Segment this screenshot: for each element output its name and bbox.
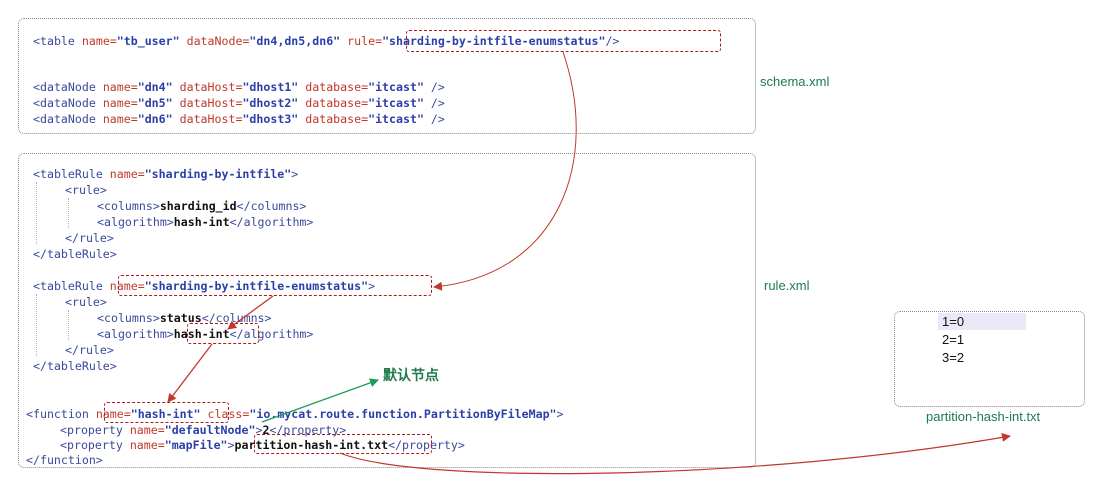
- schema-xml-box: [18, 18, 756, 134]
- mapfile-line: 2=1: [942, 332, 965, 347]
- tablerule-name-highlight: [118, 275, 432, 296]
- rule-xml-label: rule.xml: [764, 278, 810, 293]
- mapfile-line: 1=0: [942, 314, 965, 329]
- tablerule-1-close: </tableRule>: [33, 247, 117, 261]
- property-map-file: <property name="mapFile">partition-hash-…: [60, 438, 465, 452]
- rule-2-columns: <columns>status</columns>: [97, 311, 272, 325]
- arrow-tablerule-to-algorithm: [227, 295, 274, 330]
- mapfile-line: 3=2: [942, 350, 965, 365]
- rule-2-close: </rule>: [65, 343, 114, 357]
- datanode-line-dn4: <dataNode name="dn4" dataHost="dhost1" d…: [33, 80, 445, 94]
- default-node-annotation: 默认节点: [383, 367, 439, 383]
- indent-guide: [68, 310, 69, 340]
- mapfile-value-highlight: [254, 434, 432, 454]
- arrow-algorithm-to-function: [167, 343, 213, 403]
- tablerule-1-open: <tableRule name="sharding-by-intfile">: [33, 167, 299, 181]
- rule-xml-box: [18, 153, 756, 468]
- table-definition-line: <table name="tb_user" dataNode="dn4,dn5,…: [33, 34, 620, 48]
- indent-guide: [36, 294, 37, 356]
- tablerule-2-close: </tableRule>: [33, 359, 117, 373]
- arrow-mapfile-to-txt: [339, 432, 1011, 475]
- indent-guide: [68, 198, 69, 228]
- arrow-default-node-annotation: [261, 378, 379, 423]
- datanode-line-dn5: <dataNode name="dn5" dataHost="dhost2" d…: [33, 96, 445, 110]
- mapfile-line-highlight: [938, 313, 1026, 330]
- rule-1-columns: <columns>sharding_id</columns>: [97, 199, 307, 213]
- function-name-highlight: [104, 402, 229, 423]
- algorithm-hash-int-highlight: [187, 323, 259, 344]
- rule-attribute-highlight: [406, 30, 721, 52]
- indent-guide: [36, 182, 37, 244]
- rule-1-close: </rule>: [65, 231, 114, 245]
- mapfile-box: [894, 311, 1085, 407]
- function-close: </function>: [26, 453, 103, 467]
- schema-xml-label: schema.xml: [760, 74, 830, 89]
- rule-1-open: <rule>: [65, 183, 107, 197]
- arrow-schema-rule-to-tablerule: [433, 51, 577, 291]
- rule-2-open: <rule>: [65, 295, 107, 309]
- datanode-line-dn6: <dataNode name="dn6" dataHost="dhost3" d…: [33, 112, 445, 126]
- rule-1-algorithm: <algorithm>hash-int</algorithm>: [97, 215, 314, 229]
- property-default-node: <property name="defaultNode">2</property…: [60, 423, 347, 437]
- mapfile-label: partition-hash-int.txt: [926, 409, 1041, 424]
